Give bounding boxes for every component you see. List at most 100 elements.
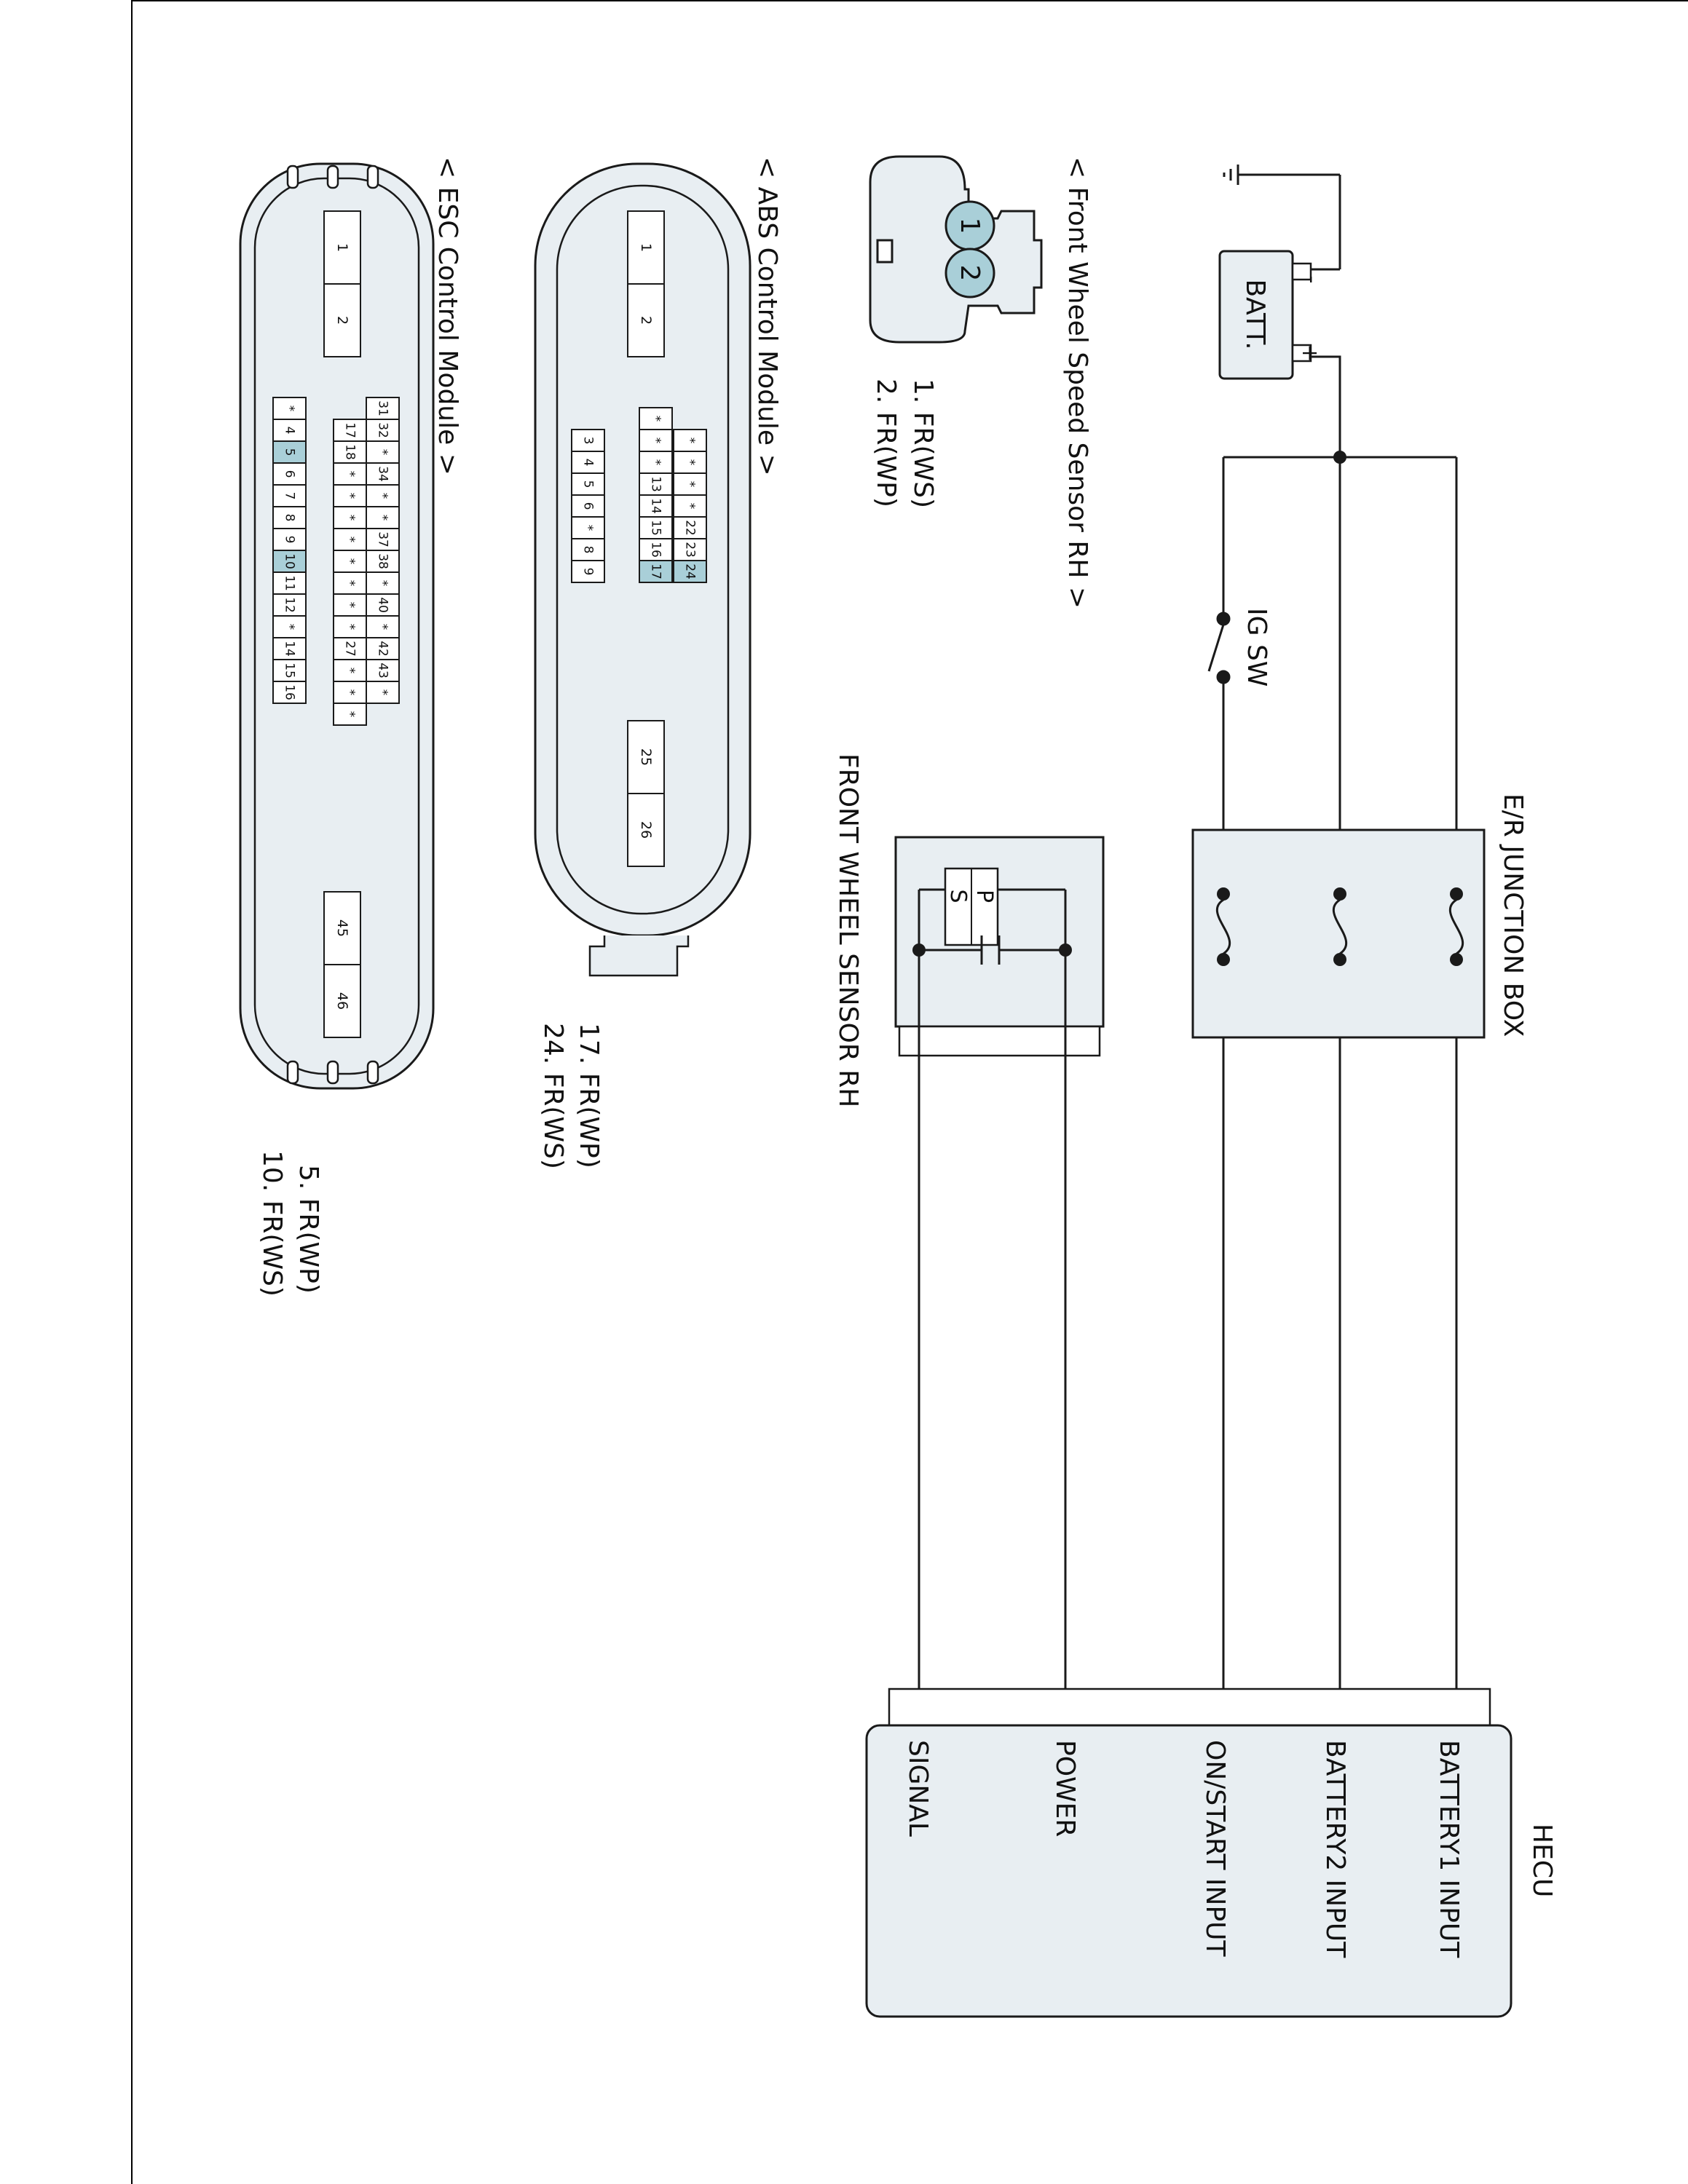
speed-legend-1: 1. FR(WS) [908, 379, 938, 508]
esc-cell-0-4-label: * [376, 493, 390, 499]
esc-cell-0-3 [366, 462, 400, 486]
abs-cell-2-6-label: 9 [581, 568, 596, 576]
hecu-pin-on-start: ON/START INPUT [1200, 1740, 1230, 1958]
fuse-bottom-dot-1 [1333, 953, 1346, 966]
esc-cell-2-13-label: 16 [283, 684, 297, 700]
abs-pin-2-label: 2 [638, 316, 654, 325]
abs-cell-1-6 [639, 538, 673, 561]
fuse-bottom-dot-2 [1450, 953, 1463, 966]
abs-pin-26-label: 26 [638, 821, 654, 839]
hecu-pin-power: POWER [1050, 1740, 1080, 1837]
esc-cell-1-12-label: * [343, 689, 358, 696]
esc-cell-0-11-label: 42 [376, 641, 390, 657]
esc-cell-0-5 [366, 506, 400, 529]
esc-cell-0-13-label: * [376, 689, 390, 696]
abs-cell-0-2 [673, 472, 707, 496]
fuse-2 [1449, 898, 1464, 955]
speed-pin-1: 1 [955, 218, 985, 234]
esc-cell-1-2-label: * [343, 471, 358, 478]
abs-cell-0-5 [673, 538, 707, 561]
abs-cell-1-0-label: * [649, 416, 663, 422]
abs-cell-1-1-label: * [649, 438, 663, 444]
battery-minus: - [1299, 276, 1325, 284]
esc-cell-1-5-label: * [343, 537, 358, 543]
esc-cell-2-7-label: 10 [283, 553, 297, 569]
speed-pin-2: 2 [955, 265, 985, 282]
junction-box-title: E/R JUNCTION BOX [1498, 794, 1528, 1037]
fuse-1 [1333, 898, 1347, 955]
esc-cell-1-11-label: * [343, 668, 358, 674]
abs-cell-0-4-label: 22 [683, 520, 698, 536]
esc-cell-0-2-label: * [376, 449, 390, 456]
esc-cell-0-8-label: * [376, 580, 390, 587]
esc-notch-top-0 [286, 165, 299, 189]
esc-cell-0-12-label: 43 [376, 662, 390, 678]
esc-notch-bottom-0 [286, 1060, 299, 1085]
esc-cell-1-13-label: * [343, 711, 358, 718]
abs-cell-2-1-label: 4 [581, 459, 596, 467]
esc-pin-2 [323, 283, 361, 357]
abs-cell-2-4-label: * [581, 525, 596, 531]
esc-cell-0-7-label: 38 [376, 553, 390, 569]
abs-legend-2: 24. FR(WS) [538, 1023, 568, 1169]
hecu-title: HECU [1527, 1824, 1557, 1897]
hecu [865, 1688, 1513, 2018]
esc-cell-2-4-label: 7 [283, 492, 297, 500]
abs-cell-0-0 [673, 429, 707, 452]
abs-cell-1-4-label: 14 [649, 498, 663, 514]
esc-cell-2-0 [272, 397, 307, 420]
abs-cell-1-4 [639, 494, 673, 518]
esc-cell-1-9-label: * [343, 624, 358, 630]
esc-cell-2-12 [272, 659, 307, 682]
abs-cell-0-6-label: 24 [683, 563, 698, 579]
abs-cell-2-5 [571, 538, 605, 561]
esc-cell-0-0-label: 31 [376, 400, 390, 416]
esc-cell-0-5-label: * [376, 515, 390, 521]
ignition-switch [1207, 612, 1231, 684]
fuse-0 [1216, 898, 1231, 955]
esc-cell-0-12 [366, 659, 400, 682]
speed-sensor-title: < Front Wheel Speed Sensor RH > [1062, 157, 1092, 609]
ig-sw-label: IG SW [1242, 608, 1271, 687]
esc-cell-2-10 [272, 615, 307, 638]
abs-cell-1-1 [639, 429, 673, 452]
speed-legend-2: 2. FR(WP) [871, 379, 901, 507]
fuse-bottom-dot-0 [1217, 953, 1230, 966]
esc-cell-2-3 [272, 462, 307, 486]
abs-cell-1-0 [639, 407, 673, 430]
abs-pin-1 [627, 210, 665, 285]
esc-cell-1-1 [333, 440, 367, 464]
esc-pin-45 [323, 891, 361, 965]
esc-legend-2: 10. FR(WS) [257, 1150, 287, 1297]
fuses [1216, 887, 1464, 966]
abs-cell-2-2 [571, 472, 605, 496]
abs-cell-1-2-label: * [649, 459, 663, 466]
esc-notch-bottom-2 [366, 1060, 379, 1085]
esc-cell-1-10-label: 27 [343, 641, 358, 657]
esc-cell-1-3-label: * [343, 493, 358, 499]
abs-cell-0-0-label: * [683, 438, 698, 444]
esc-cell-2-6-label: 9 [283, 536, 297, 544]
esc-pin-46-label: 46 [334, 992, 350, 1010]
abs-cell-0-2-label: * [683, 481, 698, 488]
battery-plus: + [1297, 344, 1322, 362]
esc-cell-2-1-label: 4 [283, 427, 297, 435]
abs-cell-2-1 [571, 451, 605, 474]
ground-symbol [1223, 165, 1341, 271]
esc-cell-1-8-label: * [343, 602, 358, 609]
abs-cell-1-3 [639, 472, 673, 496]
abs-cell-1-5-label: 15 [649, 520, 663, 536]
esc-cell-2-2-label: 5 [283, 448, 297, 456]
esc-cell-2-9-label: 12 [283, 597, 297, 613]
abs-cell-1-3-label: 13 [649, 476, 663, 492]
battery: BATT. - + [1218, 250, 1325, 380]
esc-cell-0-10-label: * [376, 624, 390, 630]
esc-pin-45-label: 45 [334, 919, 350, 937]
esc-cell-1-6-label: * [343, 558, 358, 565]
esc-cell-2-4 [272, 484, 307, 507]
abs-cell-2-6 [571, 560, 605, 583]
esc-cell-0-3-label: 34 [376, 466, 390, 482]
esc-notch-top-1 [326, 165, 339, 189]
esc-cell-2-5 [272, 506, 307, 529]
